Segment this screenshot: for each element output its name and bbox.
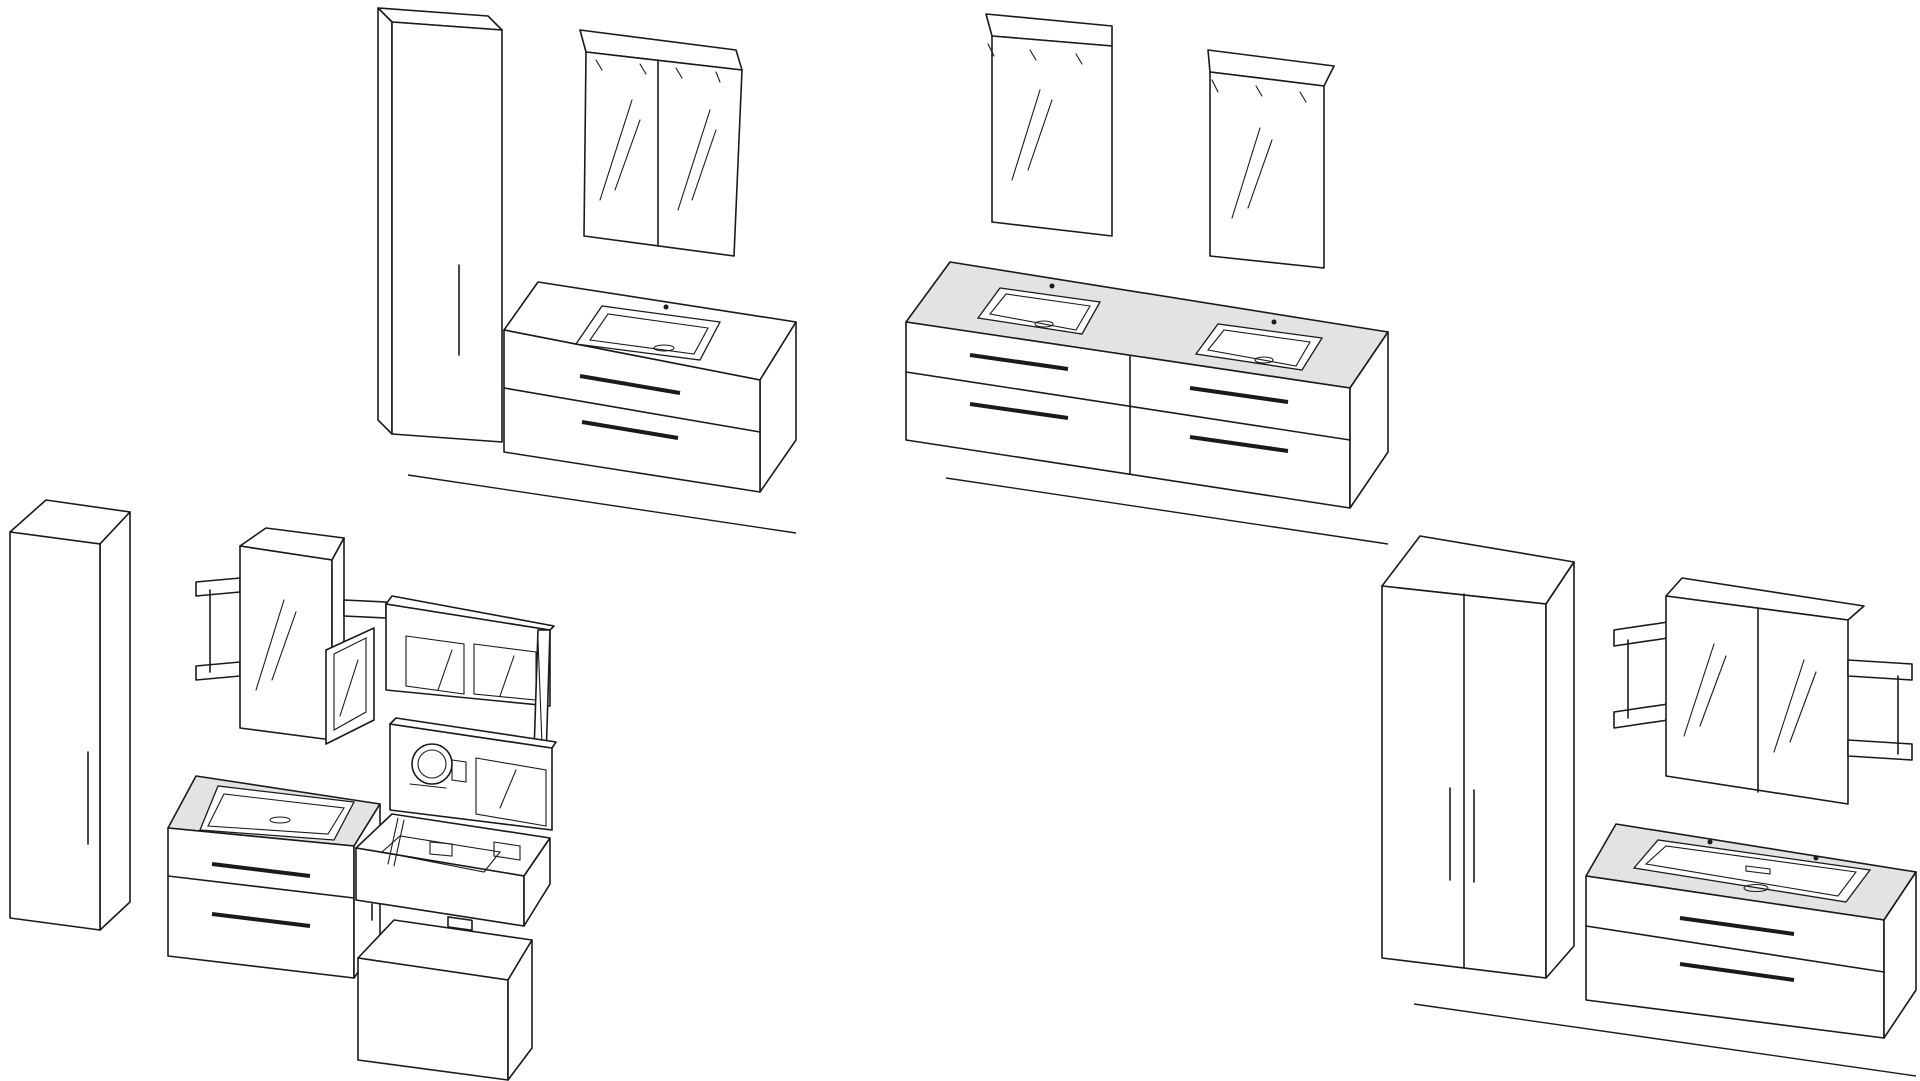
tall-cabinet [9,499,131,931]
vanity-two-drawers [503,281,797,493]
tall-double-cabinet [1381,535,1575,979]
set-bottom-left [9,499,557,1081]
floor-line [407,474,797,534]
vanity-two-drawers [1585,823,1917,1039]
floor-line [945,477,1389,545]
tall-cabinet [377,7,503,443]
double-vanity-four-drawers [905,261,1389,509]
mirror-cabinet-double-with-shelves [1613,577,1913,805]
set-top-center [905,13,1389,545]
stool-cube [357,919,533,1081]
mirror-cabinet-open [195,527,555,761]
drawer-open-accessories [355,717,557,932]
set-top-left [377,7,797,534]
set-bottom-right [1381,535,1917,1077]
mirror-cabinet-single [1207,49,1335,269]
floor-line [1413,1003,1917,1077]
mirror-cabinet-double [579,29,743,257]
mirror-cabinet-single [985,13,1113,237]
vanity-two-drawers [167,775,381,979]
